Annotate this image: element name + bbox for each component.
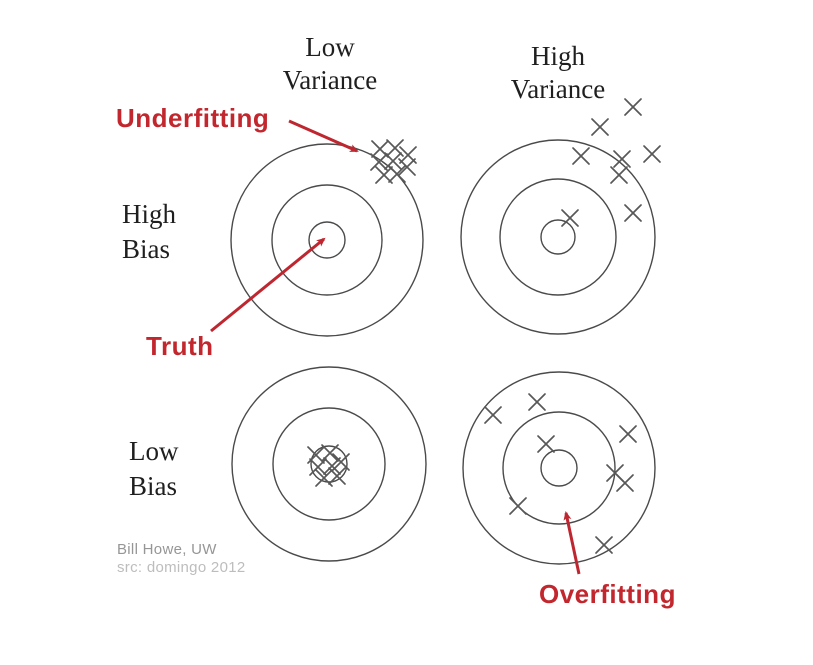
target-ring — [540, 219, 576, 255]
target-ring — [499, 178, 617, 296]
row-label-high-bias: High Bias — [122, 199, 176, 265]
x-mark — [484, 406, 502, 424]
target-ring — [540, 449, 578, 487]
x-mark — [619, 425, 637, 443]
x-mark — [384, 152, 402, 170]
target-ring — [231, 366, 427, 562]
x-mark — [561, 209, 579, 227]
column-header-low-variance: Low Variance — [282, 32, 378, 95]
x-mark — [388, 165, 406, 183]
x-mark — [332, 453, 350, 471]
x-mark — [595, 536, 613, 554]
annotation-underfitting: Underfitting — [116, 103, 270, 133]
column-header-high-variance: High Variance — [510, 41, 606, 104]
row-label-low-bias: Low Bias — [129, 436, 179, 502]
credit-author: Bill Howe, UW — [117, 541, 217, 558]
x-mark — [572, 147, 590, 165]
x-mark — [613, 150, 631, 168]
underfitting-arrow — [288, 119, 359, 153]
target-ring — [230, 143, 424, 337]
x-mark — [528, 393, 546, 411]
target-ring — [271, 184, 383, 296]
x-mark — [375, 166, 393, 184]
x-mark — [537, 435, 555, 453]
target-ring — [502, 411, 616, 525]
target-ring — [462, 371, 656, 565]
x-mark — [624, 204, 642, 222]
target-ring — [460, 139, 656, 335]
annotation-truth: Truth — [146, 331, 214, 361]
target-low-bias-high-variance — [462, 371, 656, 565]
x-mark — [616, 474, 634, 492]
x-mark — [643, 145, 661, 163]
target-high-bias-low-variance — [230, 139, 424, 337]
x-mark — [398, 158, 416, 176]
x-mark — [624, 98, 642, 116]
overfitting-arrow — [563, 511, 581, 575]
target-ring — [308, 221, 346, 259]
x-mark — [610, 166, 628, 184]
target-ring — [272, 407, 386, 521]
x-mark — [509, 497, 527, 515]
truth-arrow — [210, 237, 326, 333]
x-mark — [323, 457, 341, 475]
target-low-bias-low-variance — [231, 366, 427, 562]
target-high-bias-high-variance — [460, 98, 661, 335]
x-mark — [591, 118, 609, 136]
x-mark — [370, 153, 388, 171]
annotation-overfitting: Overfitting — [539, 579, 676, 609]
x-mark — [309, 458, 327, 476]
x-mark — [328, 467, 346, 485]
credit-source: src: domingo 2012 — [117, 559, 246, 576]
